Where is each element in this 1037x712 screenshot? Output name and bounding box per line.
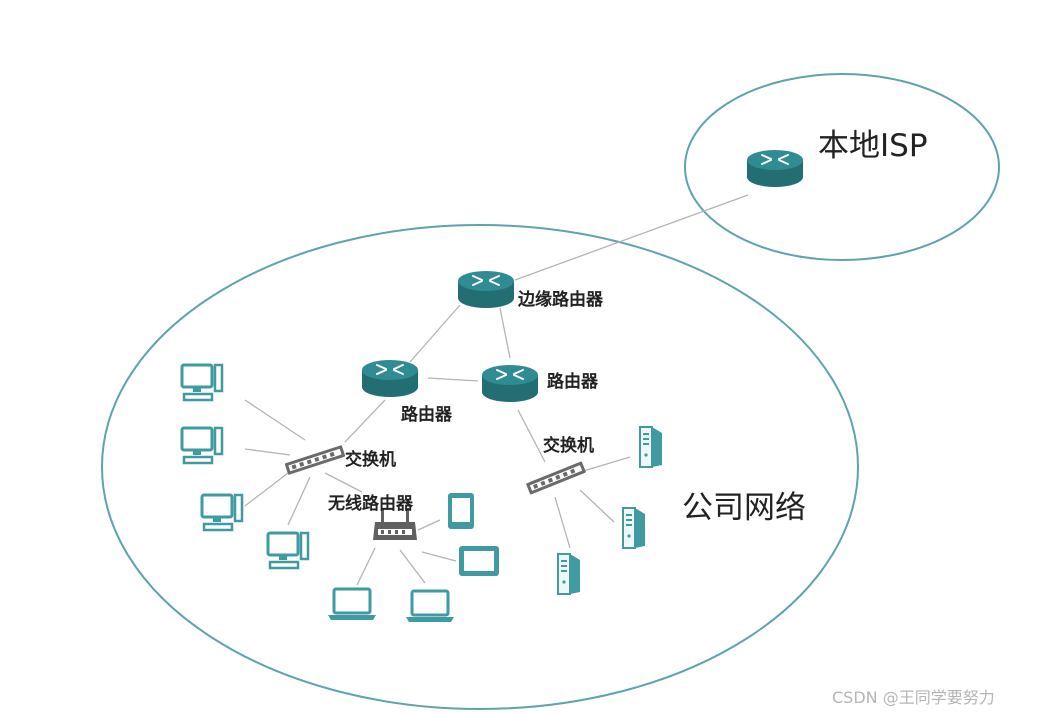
server-tower-icon (639, 426, 663, 468)
server-tower-icon (622, 507, 646, 549)
link-switch-server-3 (554, 496, 571, 549)
link-edge-router-right (499, 307, 511, 359)
router-left-label: 路由器 (401, 405, 452, 425)
router-right-icon (481, 364, 539, 403)
link-edge-router-left (409, 304, 461, 363)
link-router-right-switch (517, 409, 546, 463)
link-switch-desktop-4 (287, 476, 311, 526)
wireless-router-icon (373, 508, 417, 540)
link-switch-desktop-3 (244, 469, 293, 507)
wireless-router-label: 无线路由器 (328, 494, 413, 514)
isp-label: 本地ISP (818, 128, 928, 164)
switch-right-label: 交换机 (543, 436, 594, 456)
link-isp-edge (514, 194, 749, 281)
link-router-left-switch (344, 399, 386, 443)
desktop-computer-icon (266, 531, 310, 570)
laptop-icon (326, 587, 378, 622)
link-router-left-right (427, 377, 479, 382)
edge-router-label: 边缘路由器 (518, 290, 603, 310)
link-wr-tablet-2 (421, 551, 457, 562)
link-switch-wireless-router (324, 472, 363, 493)
desktop-computer-icon (200, 493, 244, 532)
link-wr-tablet-1 (417, 519, 441, 531)
isp-router-icon (746, 149, 804, 188)
laptop-icon (404, 589, 456, 624)
desktop-computer-icon (180, 426, 224, 465)
desktop-computer-icon (180, 363, 224, 402)
isp-boundary (684, 73, 1000, 261)
link-switch-server-2 (579, 489, 615, 523)
server-tower-icon (557, 553, 581, 595)
tablet-icon (448, 493, 474, 529)
edge-router-icon (457, 270, 515, 309)
link-switch-desktop-2 (244, 448, 291, 456)
company-network-label: 公司网络 (682, 490, 806, 526)
company-network-boundary (101, 224, 859, 710)
link-wr-laptop-1 (356, 547, 376, 586)
switch-right-icon (526, 461, 586, 495)
tablet-icon (459, 546, 499, 576)
switch-left-icon (284, 445, 346, 475)
link-switch-server-1 (579, 456, 631, 473)
link-wr-laptop-2 (399, 549, 426, 584)
router-right-label: 路由器 (547, 372, 598, 392)
csdn-watermark: CSDN @王同学要努力 (832, 688, 995, 707)
link-switch-desktop-1 (244, 399, 306, 441)
switch-left-label: 交换机 (345, 450, 396, 470)
router-left-icon (361, 359, 419, 398)
